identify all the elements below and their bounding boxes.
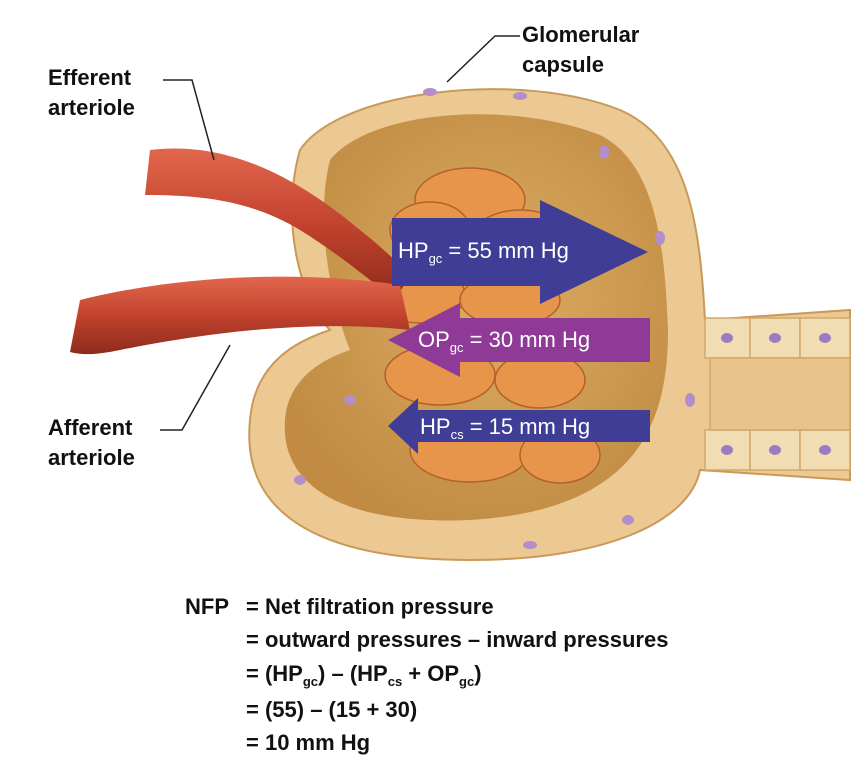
afferent-label-line1: Afferent xyxy=(48,415,133,440)
capsule-label-line2: capsule xyxy=(522,52,604,77)
hp-cs-label: HPcs = 15 mm Hg xyxy=(420,414,591,442)
afferent-arteriole-label: Afferent arteriole xyxy=(48,413,135,473)
nfp-line-1: = Net filtration pressure xyxy=(246,594,494,619)
efferent-arteriole xyxy=(145,148,410,300)
nfp-line-2: = outward pressures – inward pressures xyxy=(246,627,669,652)
afferent-label-line2: arteriole xyxy=(48,445,135,470)
efferent-label-line2: arteriole xyxy=(48,95,135,120)
glomerular-capsule-label: Glomerular capsule xyxy=(522,20,639,80)
nfp-line-4: = (55) – (15 + 30) xyxy=(246,697,418,722)
tubule-nuclei xyxy=(721,333,831,455)
nfp-line-5: = 10 mm Hg xyxy=(246,730,371,755)
leader-lines xyxy=(160,35,520,431)
hp-gc-label: HPgc = 55 mm Hg xyxy=(398,238,569,266)
hp-gc-arrow xyxy=(392,200,648,304)
capsule-label-line1: Glomerular xyxy=(522,22,640,47)
afferent-arteriole xyxy=(70,276,410,355)
nfp-symbol: NFP xyxy=(185,594,229,619)
efferent-arteriole-label: Efferent arteriole xyxy=(48,63,135,123)
nfp-line-3: = (HPgc) – (HPcs + OPgc) xyxy=(246,661,482,689)
efferent-label-line1: Efferent xyxy=(48,65,132,90)
op-gc-label: OPgc = 30 mm Hg xyxy=(418,327,591,355)
hp-cs-arrow xyxy=(388,398,650,454)
capsule-nuclei xyxy=(294,88,695,549)
op-gc-arrow xyxy=(388,303,650,377)
